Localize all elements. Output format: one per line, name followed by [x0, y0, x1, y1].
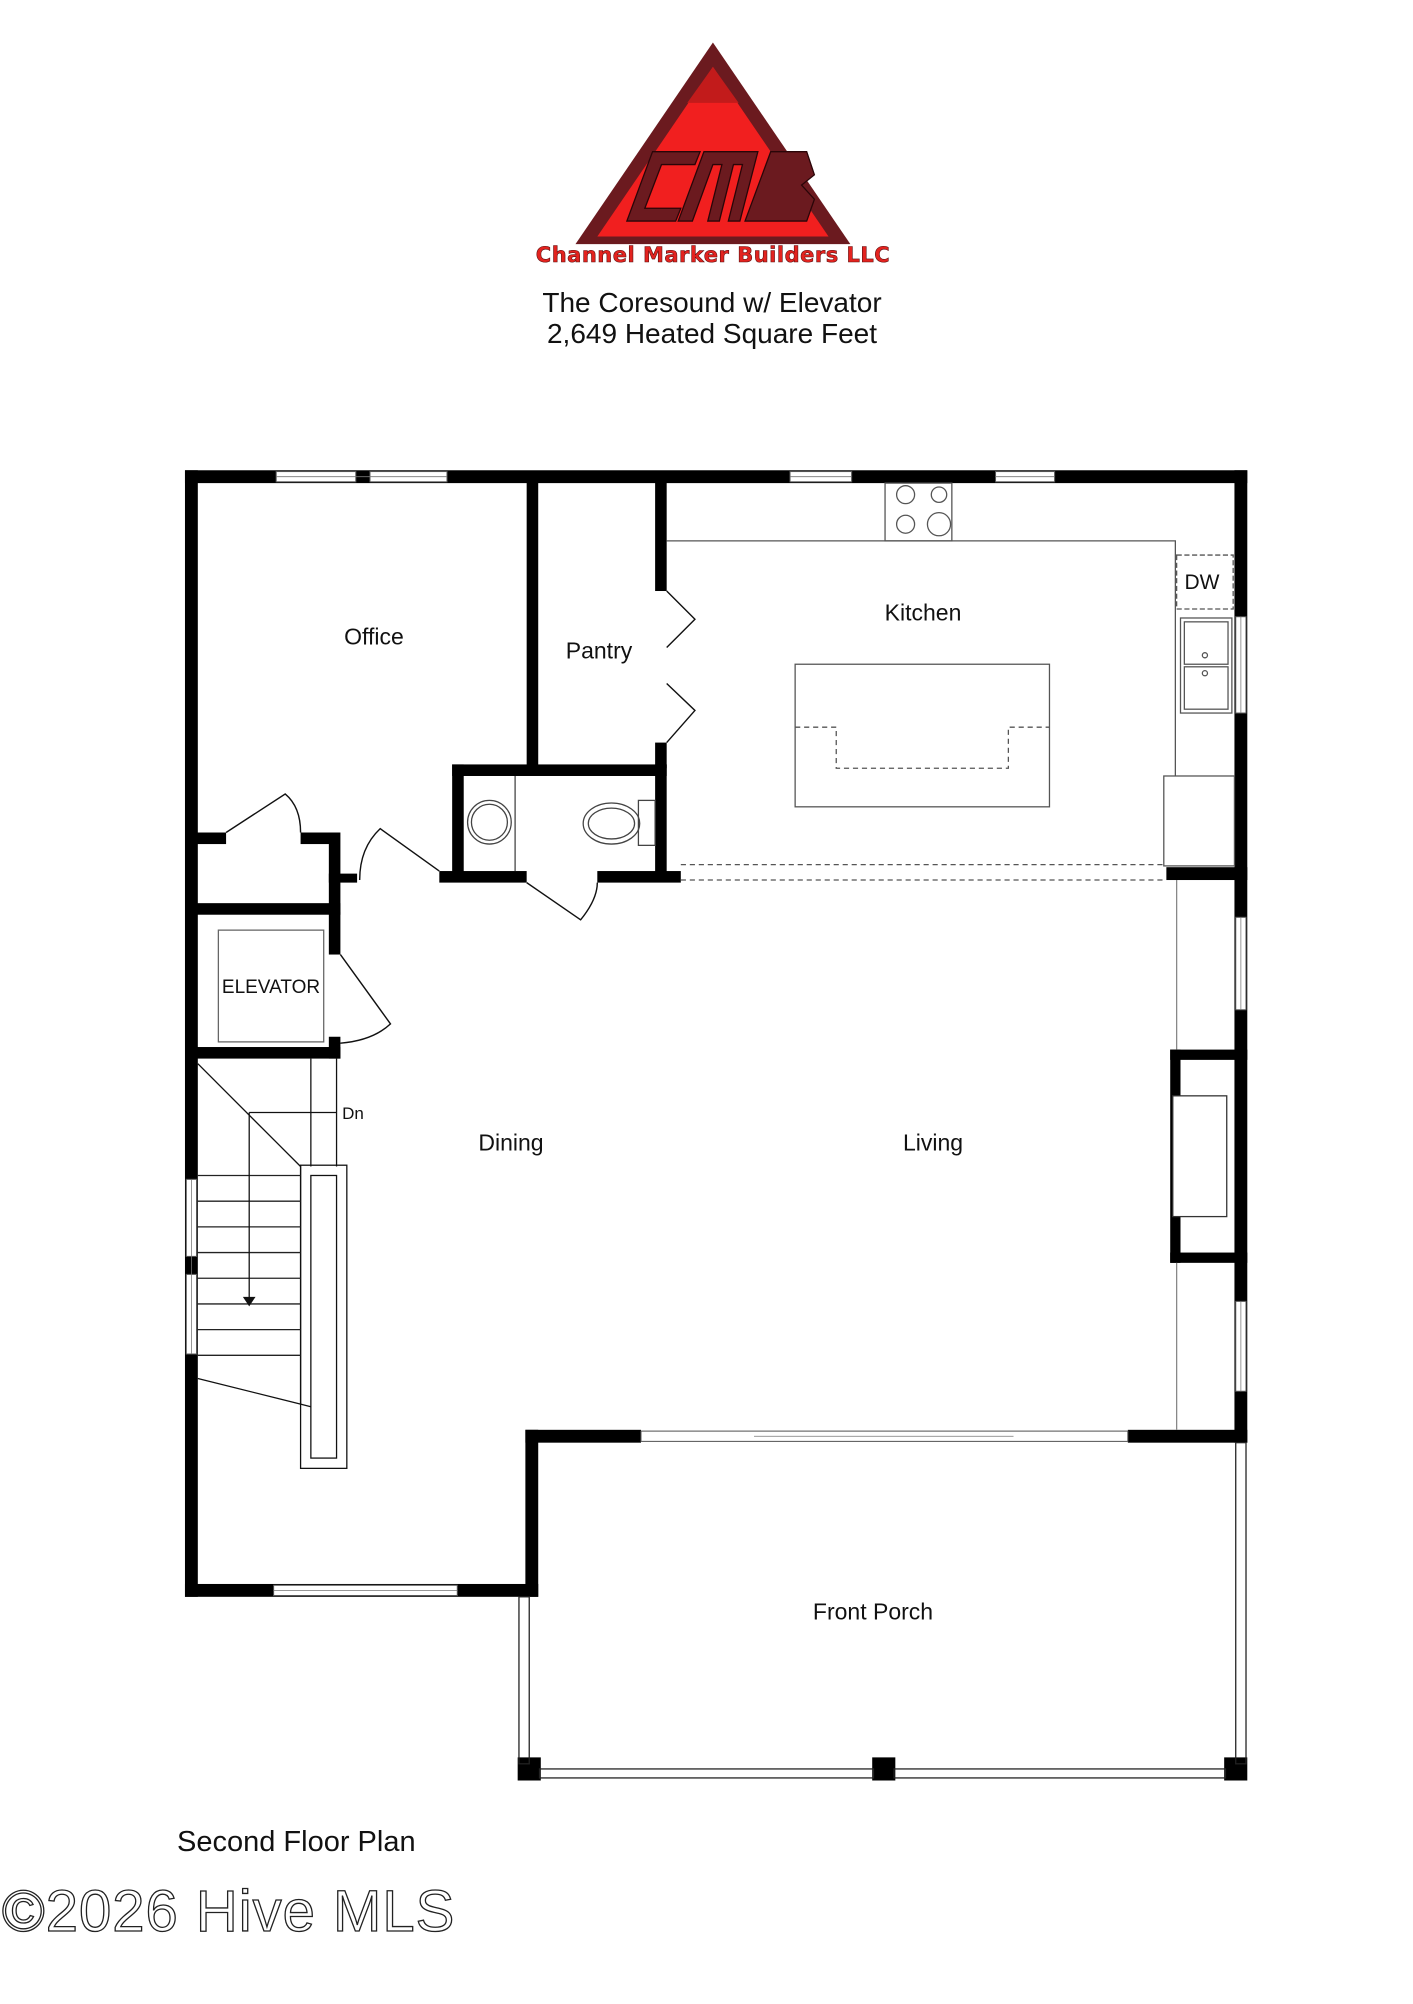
door-swings	[225, 590, 696, 1044]
room-label-front-porch: Front Porch	[812, 1598, 934, 1625]
cmb-logo-icon	[575, 42, 851, 245]
elevator-label: ELEVATOR	[221, 977, 321, 998]
powder-fixtures	[466, 775, 656, 872]
room-label-living: Living	[902, 1129, 964, 1156]
stairs-down-label: Dn	[342, 1104, 364, 1123]
room-label-office: Office	[344, 623, 404, 650]
room-label-pantry: Pantry	[565, 637, 633, 664]
staircase	[197, 1058, 348, 1470]
walls	[184, 470, 1248, 1781]
room-label-dining: Dining	[478, 1129, 544, 1156]
elevator-car	[217, 929, 325, 1043]
square-footage: 2,649 Heated Square Feet	[546, 318, 877, 349]
plan-caption: Second Floor Plan	[177, 1826, 416, 1858]
mls-watermark: ©2026 Hive MLS	[1, 1878, 456, 1944]
window-panes	[191, 476, 1242, 1591]
porch-railing	[518, 1442, 1247, 1779]
company-name: Channel Marker Builders LLC	[535, 243, 891, 268]
model-name: The Coresound w/ Elevator	[542, 287, 882, 318]
room-label-kitchen: Kitchen	[884, 599, 962, 626]
dishwasher-label: DW	[1184, 571, 1220, 594]
